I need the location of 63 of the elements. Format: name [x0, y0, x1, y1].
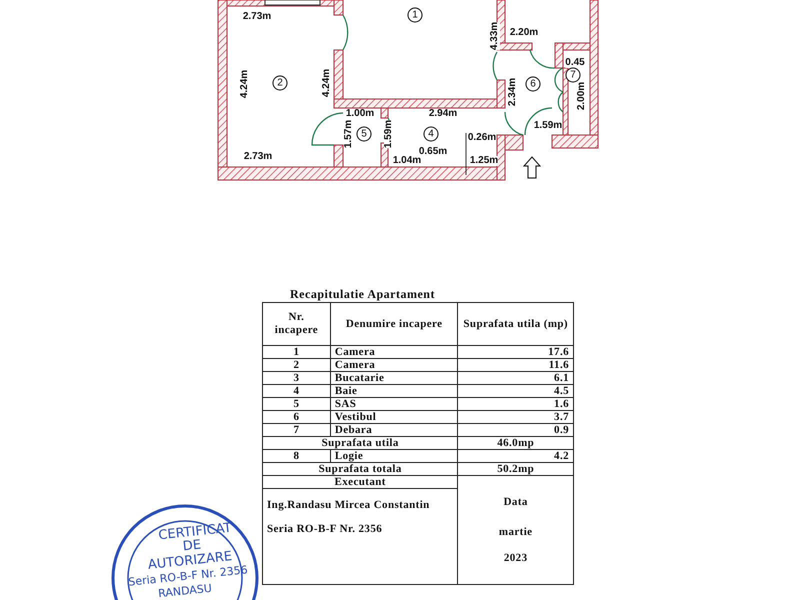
table-cell: Camera	[330, 346, 458, 358]
table-cell: Suprafata totala	[262, 462, 458, 476]
table-cell: 11.6	[458, 358, 574, 372]
dimension-label: 2.73m	[242, 12, 272, 22]
dimension-label: 0.65m	[418, 147, 448, 157]
dimension-label: 1.57m	[344, 120, 354, 148]
date-label: Data	[502, 496, 529, 508]
table-cell: 0.9	[458, 424, 574, 436]
header-cell: Suprafata utila (mp)	[458, 302, 574, 346]
header-cell: Denumire incapere	[330, 302, 458, 346]
table-cell: Debara	[330, 424, 458, 436]
table-cell: 4	[262, 384, 330, 398]
executant-name: Ing.Randasu Mircea Constantin	[267, 499, 431, 511]
table-cell: 2	[262, 358, 330, 372]
room-number: 1	[408, 8, 422, 22]
table-cell: Executant	[262, 476, 458, 488]
dimension-label: 2.20m	[510, 28, 538, 38]
dimension-label: 1.04m	[392, 156, 422, 166]
table-cell: 5	[262, 398, 330, 410]
table-cell: 17.6	[458, 346, 574, 358]
table-cell: Camera	[330, 358, 458, 372]
dimension-label: 2.34m	[508, 78, 518, 106]
table-cell: 4.2	[458, 450, 574, 462]
dimension-label: 1.59m	[384, 120, 394, 148]
table-cell: Logie	[330, 450, 458, 462]
dimension-label: 4.24m	[322, 68, 332, 98]
header-cell: Nr. incapere	[262, 302, 330, 346]
table-cell: 1.6	[458, 398, 574, 410]
room-number: 5	[356, 126, 372, 142]
table-cell: 50.2mp	[458, 462, 574, 476]
table-cell: 46.0mp	[458, 436, 574, 450]
room-number: 4	[424, 126, 438, 142]
dimension-label: 4.24m	[240, 70, 250, 98]
stamp-text: RANDASU	[158, 582, 212, 600]
dimension-label: 1.25m	[470, 156, 498, 166]
year-text: 2023	[502, 552, 528, 564]
stamp-text: DE	[182, 538, 202, 554]
table-cell: 4.5	[458, 384, 574, 398]
table-cell: Suprafata utila	[262, 436, 458, 450]
table-cell: Baie	[330, 384, 458, 398]
dimension-label: 0.26m	[468, 133, 496, 143]
table-cell: 6.1	[458, 372, 574, 384]
dimension-label: 2.94m	[428, 109, 458, 119]
table-cell: 8	[262, 450, 330, 462]
table-title: Recapitulatie Apartament	[290, 287, 435, 302]
month-text: martie	[498, 526, 534, 538]
table-cell: Bucatarie	[330, 372, 458, 384]
table-cell: 3	[262, 372, 330, 384]
room-number: 2	[272, 76, 288, 90]
table-cell: 6	[262, 410, 330, 424]
table-cell: 7	[262, 424, 330, 436]
dimension-label: 2.73m	[244, 152, 272, 162]
dimension-label: 1.59m	[534, 121, 562, 131]
table-cell: Vestibul	[330, 410, 458, 424]
room-number: 6	[526, 76, 540, 92]
table-cell: 3.7	[458, 410, 574, 424]
dimension-label: 2.00m	[577, 82, 587, 110]
table-cell: SAS	[330, 398, 458, 410]
certificate-number: Seria RO-B-F Nr. 2356	[267, 523, 384, 535]
dimension-label: 1.00m	[346, 109, 374, 119]
dimension-label: 0.45	[565, 58, 585, 68]
table-cell: 1	[262, 346, 330, 358]
dimension-label: 4.33m	[490, 22, 500, 50]
